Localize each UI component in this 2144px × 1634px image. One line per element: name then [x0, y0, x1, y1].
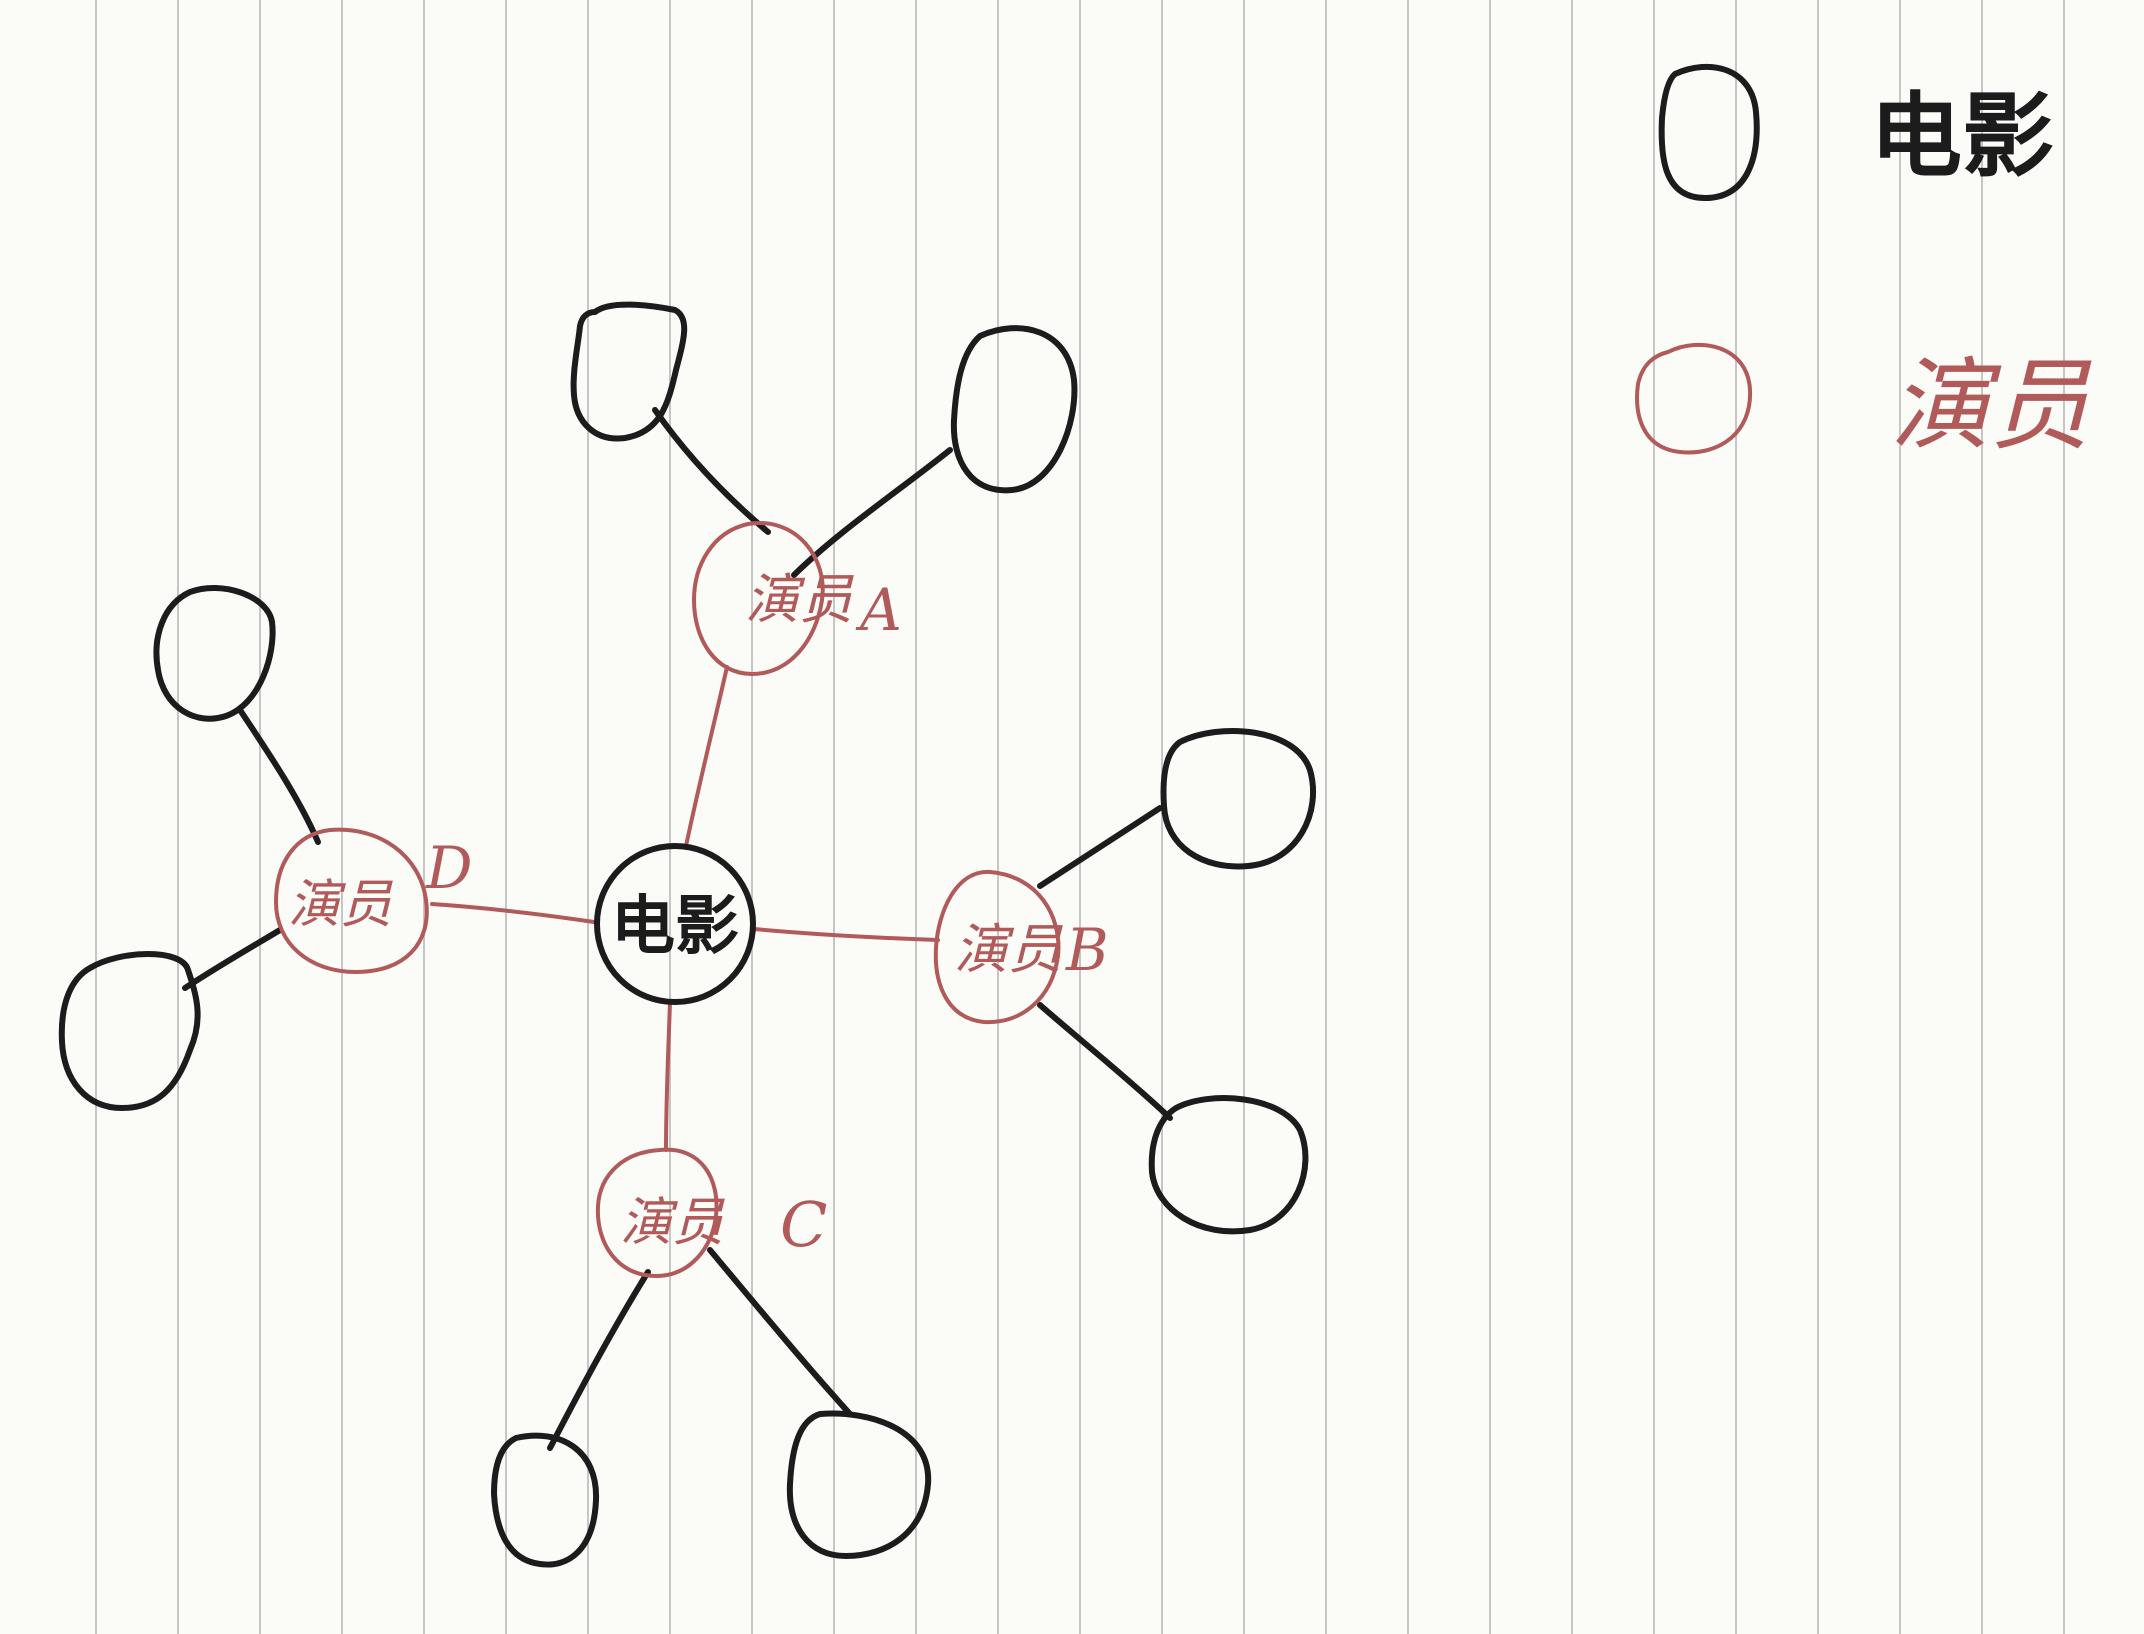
edge-actor-d-to-movie: [237, 707, 321, 845]
edge-center-to-actor-c: [664, 1000, 672, 1152]
actor-node-d: 演员 D: [274, 827, 473, 974]
edge-actor-b-to-movie: [1037, 805, 1163, 889]
actor-node-a: 演员 A: [692, 521, 902, 676]
actor-c-label: 演员: [620, 1193, 725, 1253]
legend-actor-node-icon: [1635, 342, 1753, 455]
edge-actor-c-to-movie: [547, 1269, 651, 1451]
center-movie-node: 电影: [594, 843, 756, 1005]
actor-node-c: 演员 C: [595, 1147, 827, 1278]
edge-actor-d-to-movie: [182, 927, 283, 991]
edge-center-to-actor-b: [752, 927, 940, 942]
movie-node: [950, 325, 1078, 494]
actor-movie-edges: [182, 407, 1173, 1451]
actor-d-suffix: D: [425, 834, 473, 902]
movie-node: [1148, 1095, 1309, 1235]
actor-node-b: 演员 B: [933, 869, 1109, 1025]
movie-actor-edges: [430, 665, 940, 1152]
edge-actor-c-to-movie: [707, 1247, 853, 1417]
legend: 电影 演员: [1635, 63, 2092, 464]
legend-movie-node-icon: [1658, 63, 1760, 201]
edge-actor-b-to-movie: [1037, 1002, 1173, 1121]
edge-actor-a-to-movie: [791, 447, 953, 578]
edge-actor-a-to-movie: [652, 407, 771, 535]
actor-b-suffix: B: [1065, 916, 1109, 984]
actor-c-suffix: C: [780, 1188, 827, 1261]
center-movie-label: 电影: [611, 889, 739, 964]
movie-node: [58, 951, 201, 1111]
movie-node: [786, 1410, 932, 1559]
movie-node: [570, 301, 688, 442]
actor-a-suffix: A: [855, 576, 902, 644]
actor-b-label: 演员: [954, 918, 1063, 981]
movie-node: [491, 1432, 600, 1568]
edge-center-to-actor-a: [684, 665, 729, 848]
actor-d-label: 演员: [288, 875, 393, 935]
legend-actor-label: 演员: [1890, 347, 2092, 464]
movie-node: [1160, 728, 1317, 870]
actor-a-label: 演员: [745, 568, 854, 631]
legend-movie-label: 电影: [1870, 82, 2054, 190]
movie-node: [153, 585, 276, 722]
outer-movie-nodes: [58, 301, 1317, 1568]
edge-center-to-actor-d: [430, 902, 596, 924]
notebook-rulings: [95, 0, 2065, 1634]
